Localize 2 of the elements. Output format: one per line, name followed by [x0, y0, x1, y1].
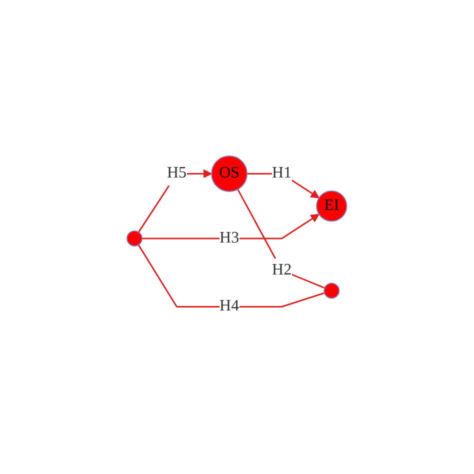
node-label: EI [324, 196, 340, 216]
node-label: OS [219, 163, 240, 184]
